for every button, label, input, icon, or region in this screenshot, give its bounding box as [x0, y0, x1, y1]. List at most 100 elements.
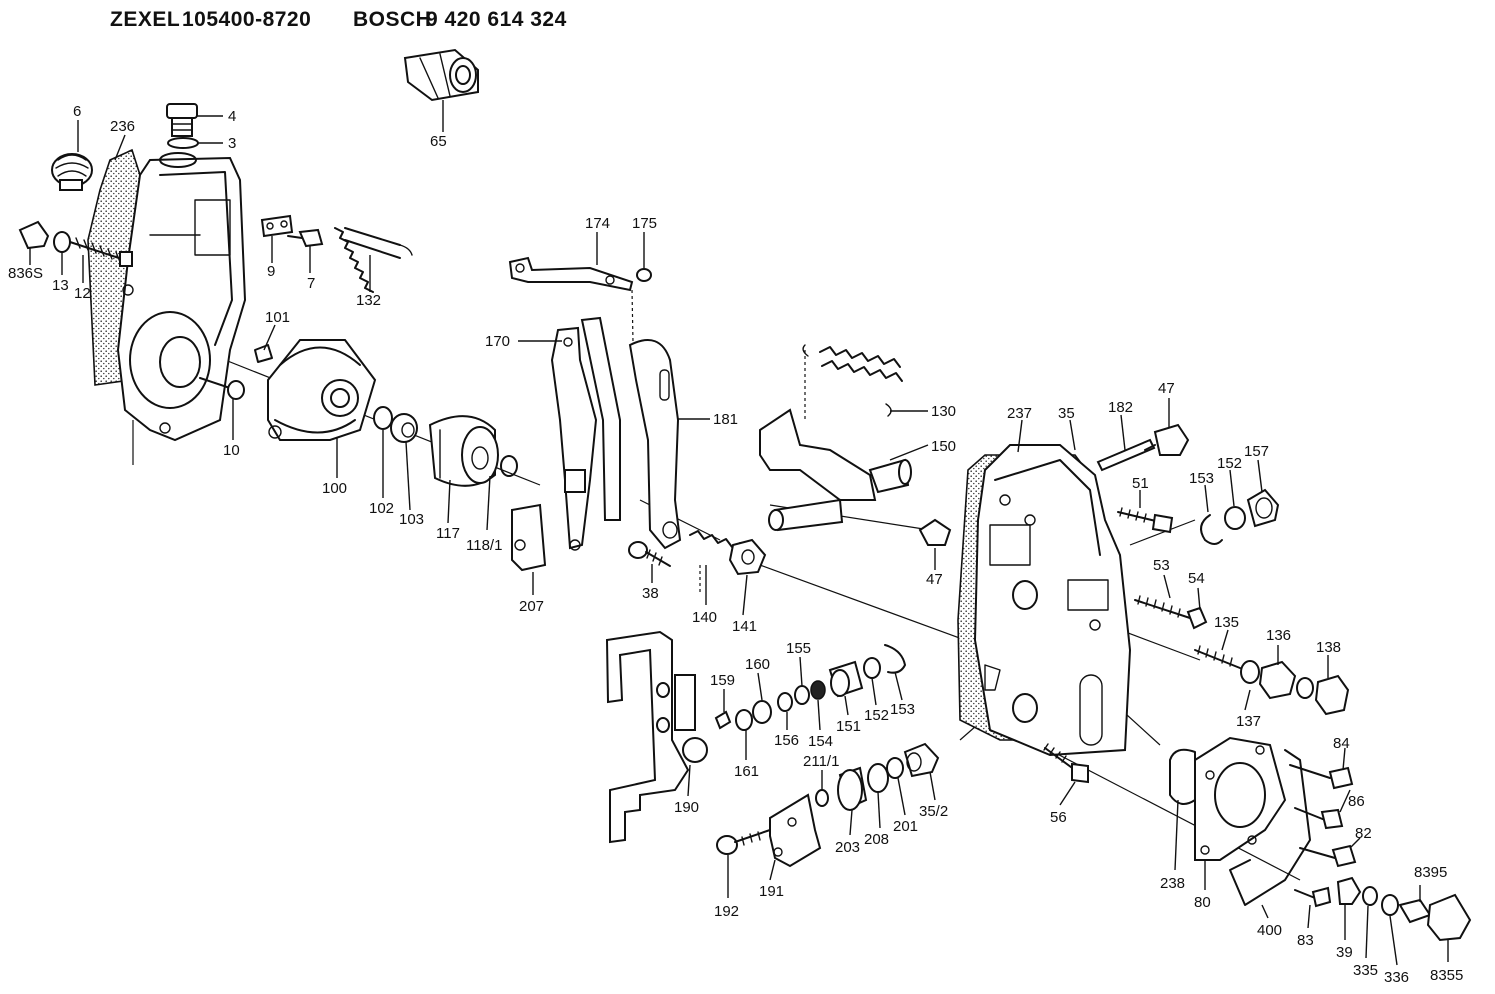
- governor-housing: [116, 152, 247, 442]
- part-160-washer: [752, 700, 772, 724]
- callout-153-upper: 153: [1189, 470, 1214, 487]
- part-4-plug: [166, 103, 198, 137]
- callout-151: 151: [836, 718, 861, 735]
- callout-137: 137: [1236, 713, 1261, 730]
- callout-35-2: 35/2: [919, 803, 948, 820]
- callout-9: 9: [267, 263, 275, 280]
- callout-39: 39: [1336, 944, 1353, 961]
- callout-154: 154: [808, 733, 833, 750]
- callout-101: 101: [265, 309, 290, 326]
- part-174-lever: [508, 256, 634, 292]
- callout-labels: 65 4 3 6 236 9 7 132 174 175 836S 13 12 …: [8, 103, 1463, 986]
- part-8355-cap: [1426, 893, 1472, 942]
- callout-138: 138: [1316, 639, 1341, 656]
- part-175-ring: [636, 268, 652, 282]
- callout-238: 238: [1160, 875, 1185, 892]
- callout-8355: 8355: [1430, 967, 1463, 984]
- callout-65: 65: [430, 133, 447, 150]
- part-153-clip-lower: [884, 644, 906, 674]
- callout-86: 86: [1348, 793, 1365, 810]
- leader-lines: [29, 100, 1449, 966]
- callout-161: 161: [734, 763, 759, 780]
- part-8395-adapter: [1398, 898, 1432, 924]
- callout-336: 336: [1384, 969, 1409, 986]
- callout-12: 12: [74, 285, 91, 302]
- callout-135: 135: [1214, 614, 1239, 631]
- part-400-gasket: [1229, 749, 1311, 906]
- part-136-nut: [1258, 660, 1297, 700]
- part-117-sleeve: [428, 415, 499, 487]
- zexel-brand: ZEXEL: [110, 8, 180, 31]
- part-83-screw: [1294, 886, 1332, 908]
- part-238-ring: [1169, 748, 1196, 805]
- callout-192: 192: [714, 903, 739, 920]
- callout-102: 102: [369, 500, 394, 517]
- part-103-bushing: [390, 413, 418, 443]
- callout-152-lower: 152: [864, 707, 889, 724]
- part-836s-cap: [18, 220, 50, 250]
- callout-136: 136: [1266, 627, 1291, 644]
- bosch-brand: BOSCH: [353, 8, 431, 31]
- part-102-washer: [373, 406, 393, 430]
- part-154-ring: [810, 680, 826, 700]
- callout-157: 157: [1244, 443, 1269, 460]
- part-101-pin: [254, 344, 273, 363]
- callout-160: 160: [745, 656, 770, 673]
- callout-191: 191: [759, 883, 784, 900]
- callout-156: 156: [774, 732, 799, 749]
- part-203-sleeve: [837, 766, 868, 811]
- callout-400: 400: [1257, 922, 1282, 939]
- part-192-screw: [716, 829, 771, 855]
- callout-141: 141: [732, 618, 757, 635]
- callout-35: 35: [1058, 405, 1075, 422]
- callout-47-top: 47: [1158, 380, 1175, 397]
- callout-82: 82: [1355, 825, 1372, 842]
- part-156-washer: [777, 692, 793, 712]
- part-152-ring-upper: [1224, 506, 1246, 530]
- callout-181: 181: [713, 411, 738, 428]
- part-65-nut: [403, 48, 479, 102]
- callout-208: 208: [864, 831, 889, 848]
- callout-53: 53: [1153, 557, 1170, 574]
- callout-170: 170: [485, 333, 510, 350]
- part-118-1-ring: [500, 455, 518, 477]
- part-53-screw: [1134, 595, 1191, 619]
- callout-211-1: 211/1: [803, 753, 839, 770]
- callout-335: 335: [1353, 962, 1378, 979]
- part-100-flyweight: [267, 339, 377, 441]
- part-153-clip-upper: [1200, 514, 1223, 545]
- part-170-lever: [550, 316, 621, 551]
- callout-190: 190: [674, 799, 699, 816]
- callout-83: 83: [1297, 932, 1314, 949]
- part-155-washer: [794, 685, 810, 705]
- part-39-nut: [1336, 876, 1362, 905]
- callout-103: 103: [399, 511, 424, 528]
- part-190-bracket: [605, 630, 708, 844]
- callout-54: 54: [1188, 570, 1205, 587]
- callout-159: 159: [710, 672, 735, 689]
- header: ZEXEL 105400-8720 BOSCH 9 420 614 324: [110, 8, 567, 31]
- part-132-spring: [334, 227, 413, 293]
- part-82-screw: [1299, 844, 1357, 868]
- part-336-washer: [1381, 894, 1399, 916]
- callout-13: 13: [52, 277, 69, 294]
- part-211-1-washer: [815, 789, 829, 807]
- part-181-lever: [628, 339, 682, 550]
- callout-153-lower: 153: [890, 701, 915, 718]
- callout-38: 38: [642, 585, 659, 602]
- callout-84: 84: [1333, 735, 1350, 752]
- part-51-bolt: [1117, 507, 1174, 534]
- callout-174: 174: [585, 215, 610, 232]
- callout-118-1: 118/1: [466, 537, 502, 554]
- part-9-plate: [260, 214, 294, 238]
- callout-7: 7: [307, 275, 315, 292]
- callout-182: 182: [1108, 399, 1133, 416]
- zexel-part-number: 105400-8720: [182, 8, 311, 31]
- part-335-washer: [1362, 886, 1378, 906]
- parts-artwork: [18, 48, 1472, 942]
- callout-203: 203: [835, 839, 860, 856]
- callout-56: 56: [1050, 809, 1067, 826]
- callout-130: 130: [931, 403, 956, 420]
- bosch-part-number: 9 420 614 324: [426, 8, 567, 31]
- part-54-nut: [1186, 606, 1208, 630]
